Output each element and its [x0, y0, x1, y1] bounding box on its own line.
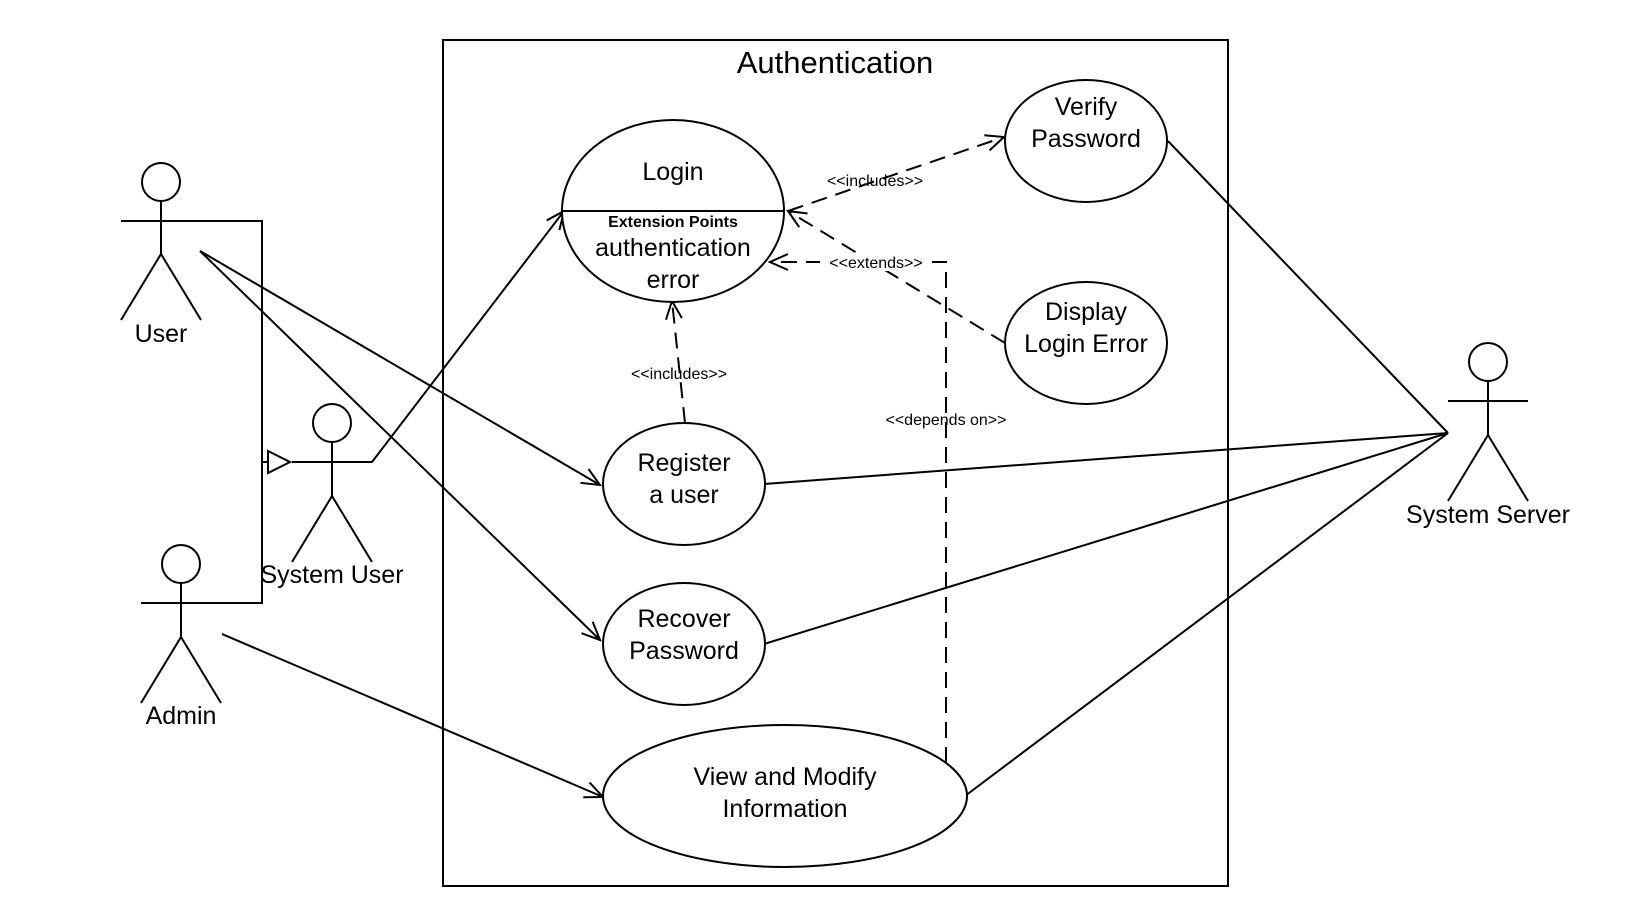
use-case-verify-password[interactable]: Verify Password [1004, 79, 1168, 203]
display-login-error-line2: Login Error [1024, 330, 1148, 358]
generalization-connector [200, 220, 290, 604]
relation-display-extends-login [788, 211, 1006, 344]
extension-point-line1: authentication [595, 234, 751, 262]
generalization-branch-line [200, 220, 263, 604]
use-case-view-modify-information[interactable]: View and Modify Information [602, 724, 968, 868]
actor-system-server[interactable]: System Server [1406, 342, 1570, 529]
verify-password-line2: Password [1031, 125, 1141, 153]
actor-admin[interactable]: Admin [140, 544, 222, 730]
view-modify-line1: View and Modify [694, 763, 877, 791]
use-case-display-login-error[interactable]: Display Login Error [1004, 281, 1168, 405]
system-boundary-title: Authentication [737, 45, 933, 80]
stick-figure-icon [291, 403, 373, 563]
stereotype-depends-on: <<depends on>> [885, 412, 1006, 429]
association-server-register [763, 432, 1449, 485]
association-server-recover [763, 432, 1449, 645]
actor-system-server-label: System Server [1406, 501, 1570, 529]
register-user-line1: Register [637, 449, 730, 477]
system-boundary: Authentication [442, 39, 1229, 887]
association-user-register [199, 250, 600, 485]
actor-user[interactable]: User [120, 162, 202, 348]
actor-user-label: User [135, 320, 188, 348]
actor-admin-label: Admin [146, 702, 217, 730]
register-user-line2: a user [649, 481, 718, 509]
relation-login-includes-verify [787, 137, 1004, 212]
extension-point-line2: error [647, 266, 700, 294]
association-systemuser-login [330, 211, 564, 463]
relation-register-includes-login [672, 301, 686, 424]
stereotype-includes-register: <<includes>> [631, 366, 727, 383]
relation-viewmodify-depends-login [770, 262, 947, 763]
actor-system-user[interactable]: System User [260, 403, 404, 589]
stick-figure-icon [140, 544, 222, 704]
association-user-recover [199, 250, 600, 640]
association-server-verify [1167, 140, 1449, 434]
stereotype-extends-background [820, 253, 932, 271]
use-case-recover-password[interactable]: Recover Password [602, 582, 766, 706]
actor-system-user-label: System User [260, 561, 403, 589]
extension-points-heading: Extension Points [608, 214, 738, 231]
stereotype-includes-verify: <<includes>> [827, 173, 923, 190]
association-admin-viewmodify [221, 633, 603, 797]
use-case-login[interactable]: Login Extension Points authentication er… [561, 119, 785, 303]
recover-password-line2: Password [629, 637, 739, 665]
use-case-register-user[interactable]: Register a user [602, 422, 766, 546]
verify-password-line1: Verify [1055, 93, 1118, 121]
stick-figure-icon [1447, 342, 1529, 502]
view-modify-line2: Information [722, 795, 847, 823]
use-case-login-name: Login [642, 158, 703, 186]
association-server-viewmodify [964, 432, 1449, 797]
recover-password-line1: Recover [637, 605, 730, 633]
display-login-error-line1: Display [1045, 298, 1127, 326]
stick-figure-icon [120, 162, 202, 321]
stereotype-extends-login: <<extends>> [829, 255, 922, 272]
